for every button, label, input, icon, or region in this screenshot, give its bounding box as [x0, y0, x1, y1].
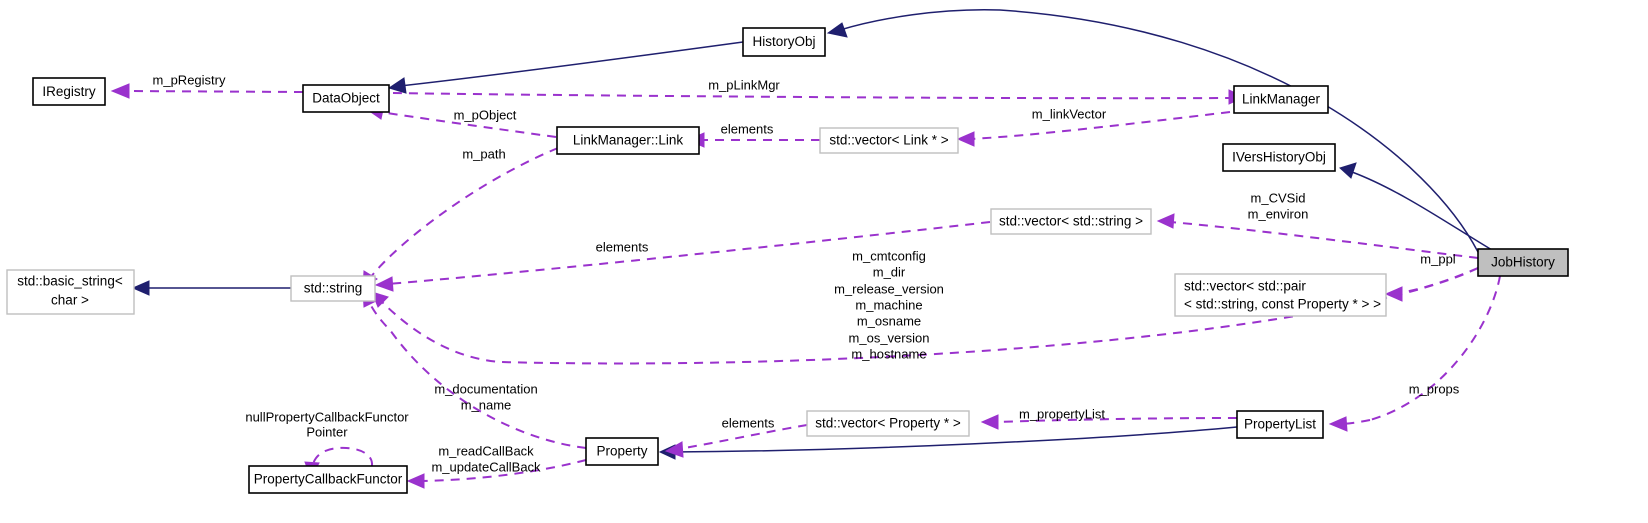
edge-label-elements-link: elements: [721, 121, 774, 136]
edge-linkmanager-to-vectorlinkptr: [956, 111, 1231, 147]
node-label-basic-string-line2: char >: [51, 293, 89, 308]
edge-historyobj-to-dataobject: [387, 41, 744, 94]
edge-propertylist-to-vectorpropertyptr: [980, 414, 1238, 430]
node-std-string[interactable]: std::string: [290, 275, 376, 302]
node-label-property-callback-functor: PropertyCallbackFunctor: [254, 472, 403, 487]
node-vector-link-ptr[interactable]: std::vector< Link * >: [819, 127, 959, 154]
edge-label-m-pObject: m_pObject: [454, 107, 517, 122]
node-label-vector-property-ptr: std::vector< Property * >: [815, 416, 961, 431]
edge-label-m-name: m_name: [461, 397, 512, 412]
node-label-vector-string: std::vector< std::string >: [999, 214, 1143, 229]
node-label-linkmanager: LinkManager: [1242, 92, 1321, 107]
edge-label-nullPropertyCallbackFunctor: nullPropertyCallbackFunctor: [245, 409, 409, 424]
node-property[interactable]: Property: [585, 437, 659, 466]
node-label-historyobj: HistoryObj: [752, 34, 815, 49]
node-basic-string[interactable]: std::basic_string< char >: [6, 269, 135, 315]
node-label-vector-link-ptr: std::vector< Link * >: [829, 133, 948, 148]
node-label-dataobject: DataObject: [312, 91, 380, 106]
edge-label-m-cmtconfig: m_cmtconfig: [852, 248, 926, 263]
edge-linkmanagerlink-to-stdstring: [362, 147, 559, 289]
edge-label-m-machine: m_machine: [855, 297, 922, 312]
node-dataobject[interactable]: DataObject: [302, 84, 390, 113]
edge-jobhistory-to-historyobj: [826, 8, 1479, 253]
edge-label-m-environ: m_environ: [1248, 206, 1309, 221]
node-label-basic-string-line1: std::basic_string<: [17, 274, 123, 289]
node-label-std-string: std::string: [304, 281, 363, 296]
node-linkmanager[interactable]: LinkManager: [1233, 85, 1329, 114]
node-label-propertylist: PropertyList: [1244, 417, 1316, 432]
node-linkmanager-link[interactable]: LinkManager::Link: [556, 126, 700, 155]
edge-stdstring-to-basicstring: [131, 280, 291, 296]
node-label-jobhistory: JobHistory: [1491, 255, 1555, 270]
node-vector-property-ptr[interactable]: std::vector< Property * >: [806, 410, 970, 437]
edge-label-m-path: m_path: [462, 146, 505, 161]
edge-label-m-dir: m_dir: [873, 264, 906, 279]
edge-dataobject-to-iregistry: [110, 83, 304, 99]
edge-label-m-release-version: m_release_version: [834, 281, 944, 296]
edge-label-elements-property: elements: [722, 415, 775, 430]
edge-label-m-propertyList: m_propertyList: [1019, 406, 1105, 421]
edge-vectorpropertyptr-to-property: [664, 424, 808, 458]
node-historyobj[interactable]: HistoryObj: [742, 27, 826, 57]
edge-label-m-pRegistry: m_pRegistry: [153, 72, 226, 87]
node-label-property: Property: [596, 444, 647, 459]
node-label-linkmanager-link: LinkManager::Link: [573, 133, 684, 148]
edge-label-m-updateCallBack: m_updateCallBack: [431, 459, 541, 474]
edge-label-m-pLinkMgr: m_pLinkMgr: [708, 77, 780, 92]
edge-label-m-osname: m_osname: [857, 313, 921, 328]
edge-label-m-readCallBack: m_readCallBack: [438, 443, 534, 458]
edge-jobhistory-to-vectorstring: [1156, 213, 1479, 259]
edge-label-m-hostname: m_hostname: [851, 346, 926, 361]
edge-label-m-os-version: m_os_version: [849, 330, 930, 345]
node-property-callback-functor[interactable]: PropertyCallbackFunctor: [248, 465, 408, 494]
edge-label-m-CVSid: m_CVSid: [1251, 190, 1306, 205]
node-iregistry[interactable]: IRegistry: [32, 77, 106, 106]
node-label-iregistry: IRegistry: [42, 84, 96, 99]
edge-label-m-props: m_props: [1409, 381, 1460, 396]
edge-label-m-ppl: m_ppl: [1420, 251, 1456, 266]
node-label-vector-pair-line1: std::vector< std::pair: [1184, 279, 1306, 294]
node-vector-string[interactable]: std::vector< std::string >: [990, 208, 1152, 235]
edge-jobhistory-to-ivershistoryobj: [1339, 162, 1493, 251]
edge-label-m-documentation: m_documentation: [434, 381, 537, 396]
node-iversxhistoryobj[interactable]: IVersHistoryObj: [1222, 143, 1336, 172]
edge-linkmanager-to-dataobject: [391, 89, 1246, 105]
edge-jobhistory-to-vectorpair: [1384, 267, 1479, 302]
edge-vectorstring-to-stdstring: [374, 221, 991, 292]
edge-label-elements-string: elements: [596, 239, 649, 254]
edge-property-to-propertycallbackfunctor: [406, 459, 587, 489]
node-jobhistory[interactable]: JobHistory: [1477, 248, 1569, 277]
node-propertylist[interactable]: PropertyList: [1236, 410, 1324, 439]
node-label-vector-pair-line2: < std::string, const Property * > >: [1184, 297, 1381, 312]
edge-label-nullPropertyCallbackFunctorPointer: Pointer: [306, 424, 348, 439]
edge-jobhistory-to-propertylist: [1328, 275, 1501, 432]
node-label-iversxhistoryobj: IVersHistoryObj: [1232, 150, 1326, 165]
node-vector-pair[interactable]: std::vector< std::pair < std::string, co…: [1174, 273, 1387, 317]
edge-label-m-linkVector: m_linkVector: [1032, 106, 1107, 121]
